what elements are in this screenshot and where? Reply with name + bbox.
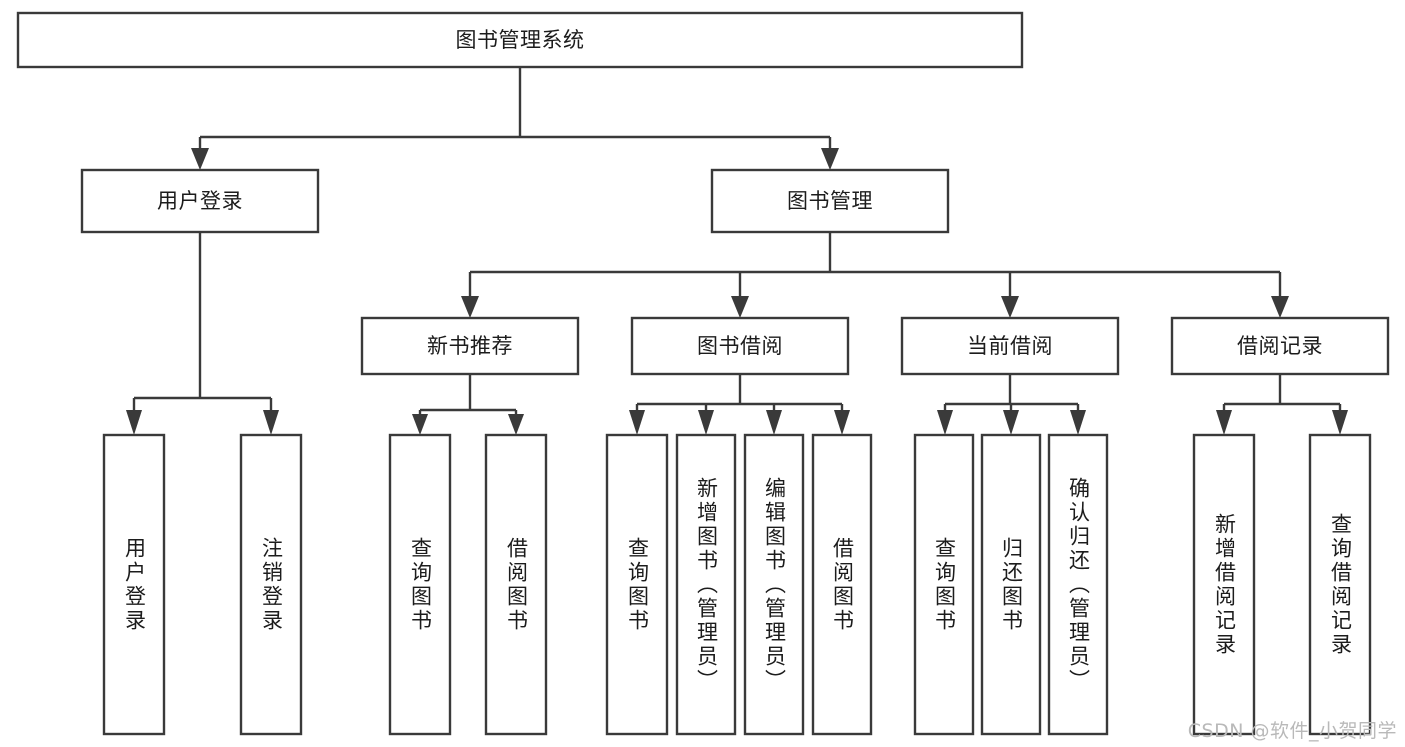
leaf-box-query-book-cur[interactable] [913, 433, 975, 736]
arrowhead-leaf-logout-login [263, 410, 279, 435]
arrowhead-leaf-borrow-book-rec [508, 414, 524, 435]
arrowhead-leaf-confirm-return-admin [1070, 410, 1086, 435]
arrowhead-book-borrow [731, 296, 749, 318]
node-book-manage-label: 图书管理 [787, 189, 873, 213]
node-new-book-recommend-box[interactable] [360, 316, 580, 376]
arrowhead-leaf-user-login [126, 410, 142, 435]
node-root-box[interactable] [16, 11, 1024, 69]
leaf-box-borrow-book[interactable] [811, 433, 873, 736]
node-borrow-record-label: 借阅记录 [1237, 334, 1323, 358]
arrowhead-leaf-borrow-book [834, 410, 850, 435]
leaf-box-borrow-book-rec[interactable] [484, 433, 548, 736]
arrowhead-borrow-record [1271, 296, 1289, 318]
arrowhead-leaf-add-book-admin [698, 410, 714, 435]
arrowhead-leaf-edit-book-admin [766, 410, 782, 435]
leaf-box-return-book[interactable] [980, 433, 1042, 736]
node-book-borrow-box[interactable] [630, 316, 850, 376]
node-current-borrow-box[interactable] [900, 316, 1120, 376]
connector-group [126, 67, 1348, 435]
leaf-box-logout-login[interactable] [239, 433, 303, 736]
node-book-manage-box[interactable] [710, 168, 950, 234]
node-new-book-recommend[interactable]: 新书推荐 [360, 316, 580, 376]
arrowhead-new-book [461, 296, 479, 318]
arrowhead-leaf-query-book-rec [412, 414, 428, 435]
arrowhead-leaf-query-borrow-record [1332, 410, 1348, 435]
leaf-box-query-borrow-record[interactable] [1308, 433, 1372, 736]
node-root[interactable]: 图书管理系统 [16, 11, 1024, 69]
leaf-box-query-book-rec[interactable] [388, 433, 452, 736]
arrowhead-leaf-add-borrow-record [1216, 410, 1232, 435]
node-book-borrow[interactable]: 图书借阅 [630, 316, 850, 376]
arrowhead-leaf-query-book-cur [937, 410, 953, 435]
node-new-book-recommend-label: 新书推荐 [427, 334, 513, 358]
node-user-login-label: 用户登录 [157, 189, 243, 213]
arrowhead-leaf-query-book-borrow [629, 410, 645, 435]
arrowhead-leaf-return-book [1003, 410, 1019, 435]
leaf-box-add-book-admin[interactable] [675, 433, 737, 736]
leaf-box-user-login[interactable] [102, 433, 166, 736]
arrowhead-book-manage [821, 148, 839, 170]
leaf-box-query-book-borrow[interactable] [605, 433, 669, 736]
arrowhead-user-login [191, 148, 209, 170]
node-borrow-record[interactable]: 借阅记录 [1170, 316, 1390, 376]
node-book-manage[interactable]: 图书管理 [710, 168, 950, 234]
node-user-login-box[interactable] [80, 168, 320, 234]
node-borrow-record-box[interactable] [1170, 316, 1390, 376]
node-user-login[interactable]: 用户登录 [80, 168, 320, 234]
node-current-borrow[interactable]: 当前借阅 [900, 316, 1120, 376]
node-root-label: 图书管理系统 [456, 28, 585, 52]
watermark-text: CSDN @软件_小贺同学 [1187, 720, 1397, 742]
leaf-box-confirm-return-admin[interactable] [1047, 433, 1109, 736]
leaf-box-edit-book-admin[interactable] [743, 433, 805, 736]
leaf-box-group [102, 433, 1372, 736]
node-current-borrow-label: 当前借阅 [967, 334, 1053, 358]
node-book-borrow-label: 图书借阅 [697, 334, 783, 358]
leaf-box-add-borrow-record[interactable] [1192, 433, 1256, 736]
arrowhead-current-borrow [1001, 296, 1019, 318]
